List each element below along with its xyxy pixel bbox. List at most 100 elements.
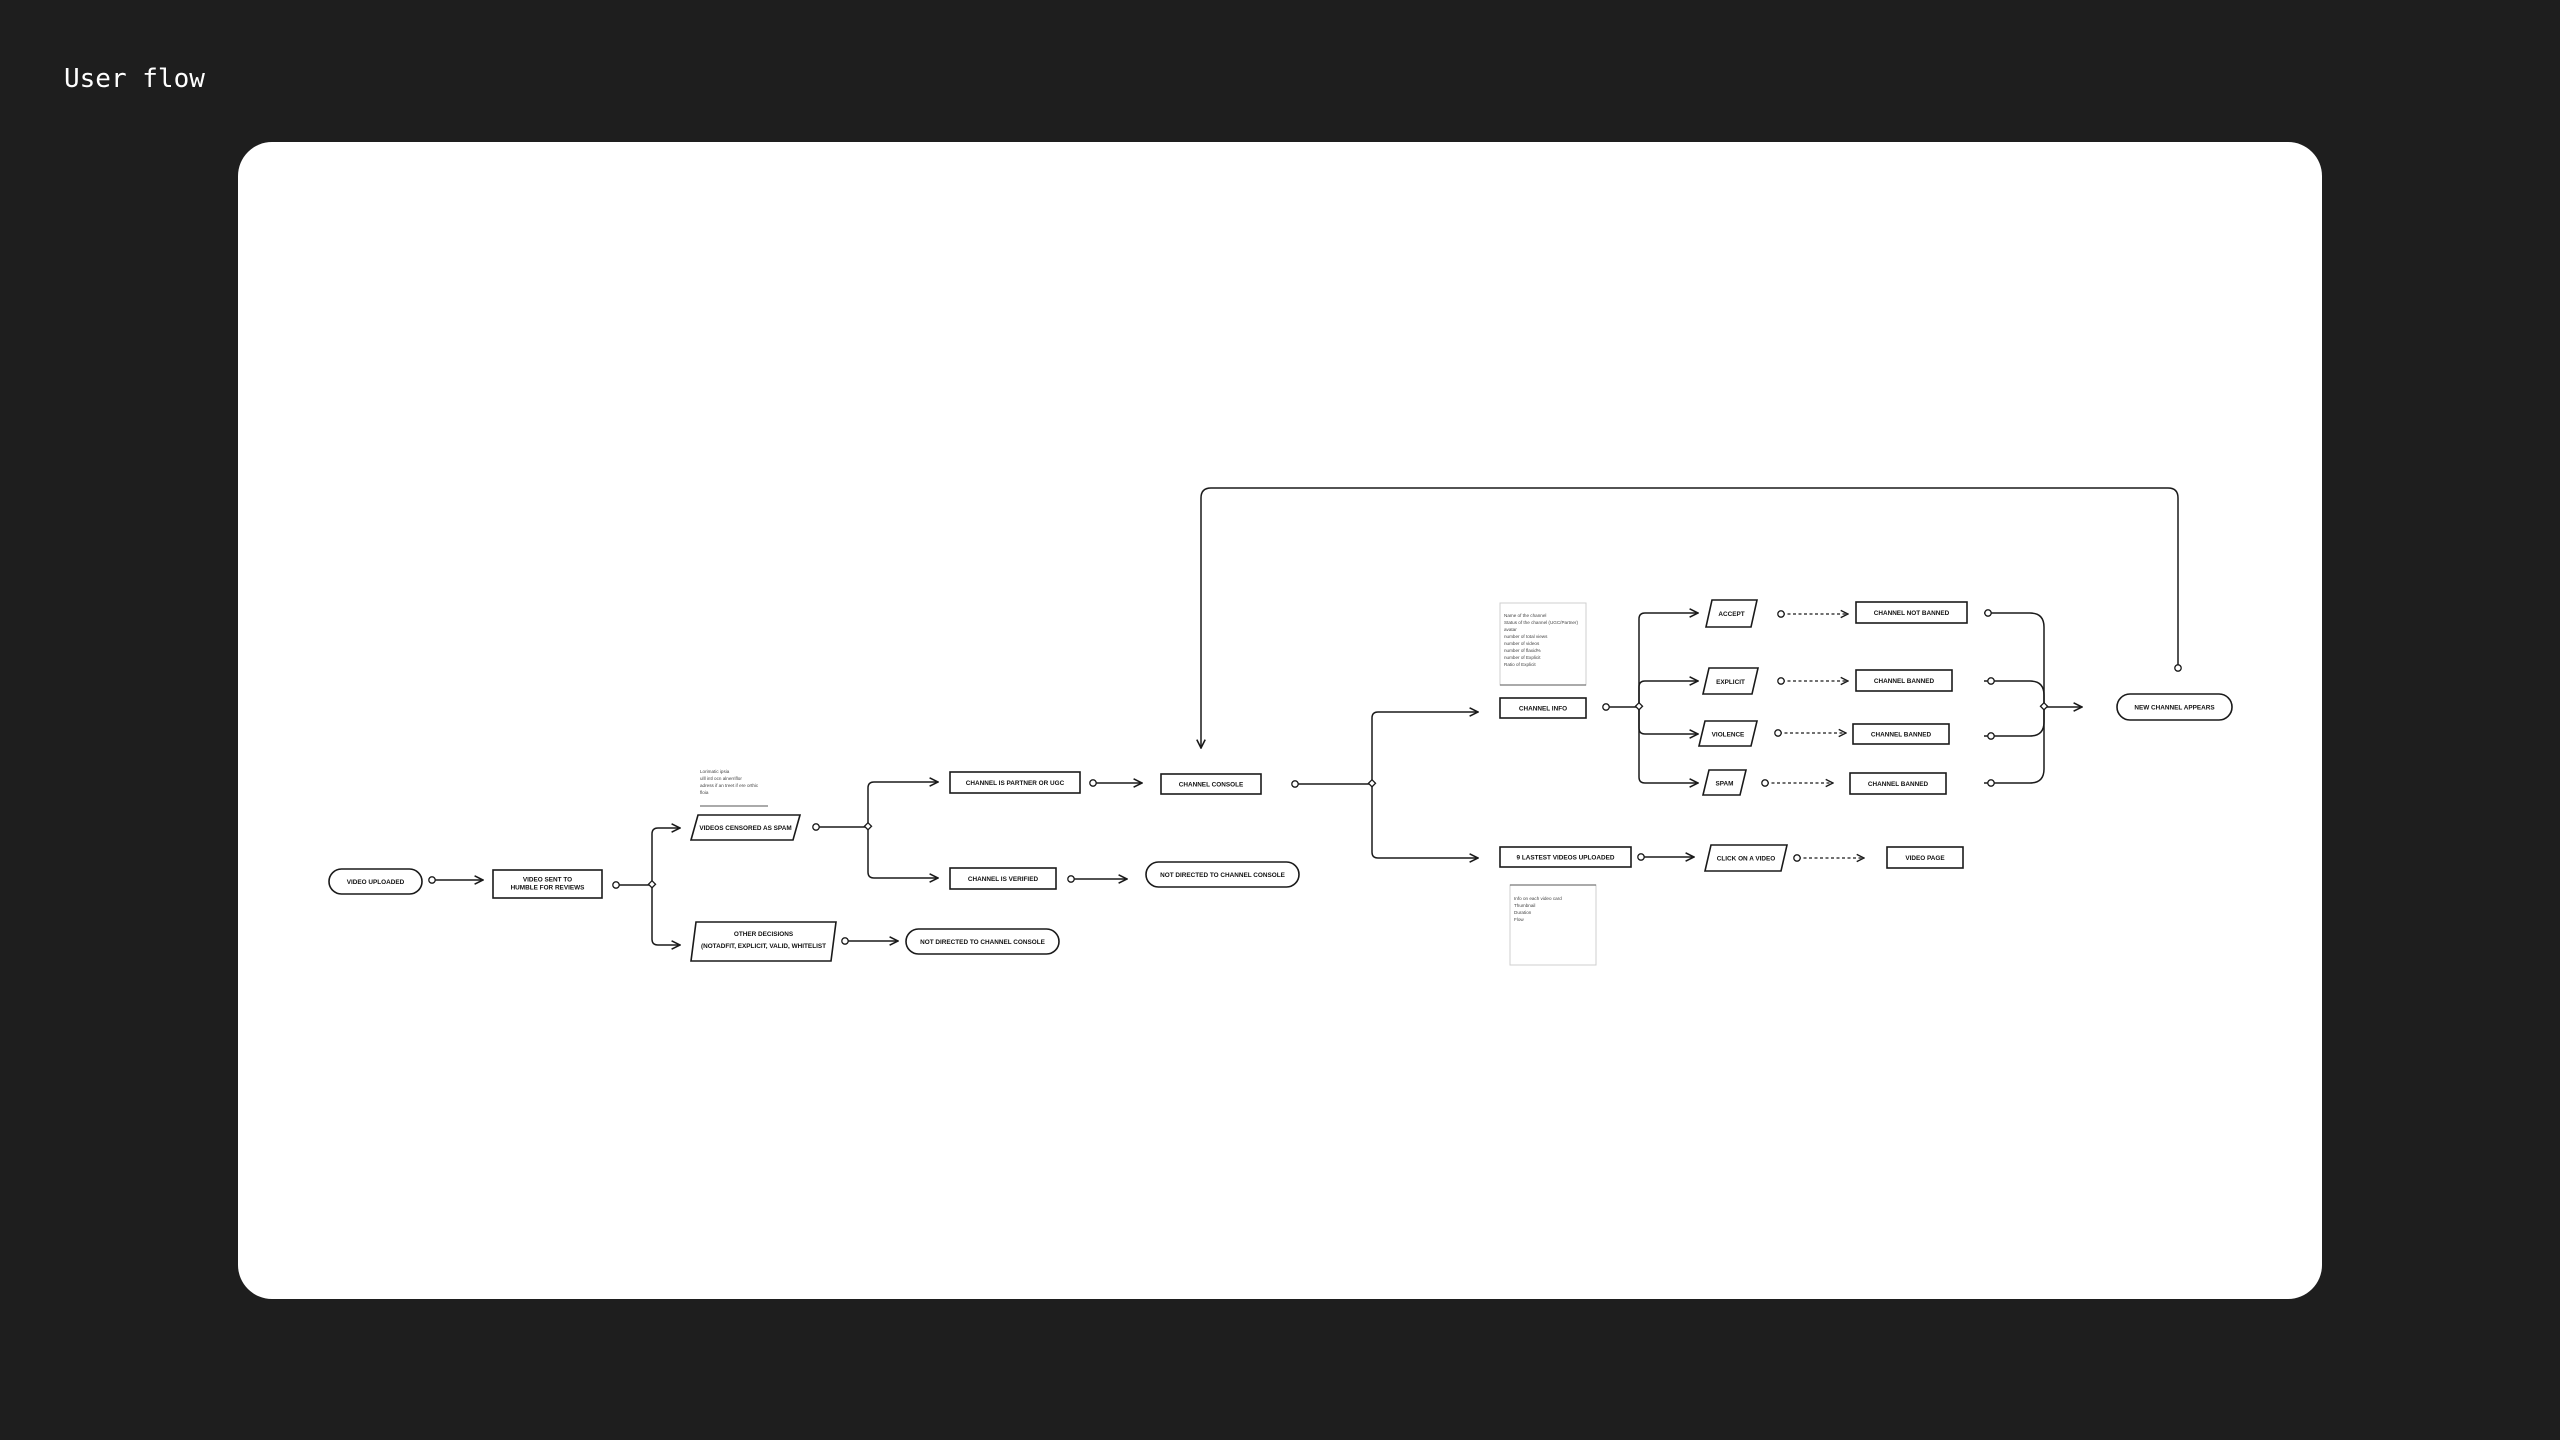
node-label: CHANNEL BANNED [1871,732,1932,739]
split-point [2039,701,2049,711]
edge-not-banned-to-merge [1984,612,2045,707]
port [1637,853,1645,861]
node-label: CHANNEL CONSOLE [1179,782,1244,789]
node-label: CLICK ON A VIDEO [1717,856,1775,863]
process-shape [1499,697,1587,719]
node-video-uploaded[interactable]: VIDEO UPLOADED [328,868,423,895]
process-shape [1852,723,1950,745]
note-line: avatar [1504,627,1517,632]
process-shape [1499,846,1632,868]
note-line: floia [700,790,709,795]
node-label: CHANNEL BANNED [1868,781,1929,788]
node-label: VIDEO PAGE [1905,855,1945,862]
note-line: number of Explicit [1504,655,1541,660]
process-shape [492,869,603,899]
node-channel-not-banned[interactable]: CHANNEL NOT BANNED [1855,601,1968,624]
note-line: ulll intl ocn alnerriflor [700,776,742,781]
port [1987,779,1995,787]
port [812,823,820,831]
node-explicit[interactable]: EXPLICIT [1701,667,1760,695]
note-line: number of videos [1504,641,1540,646]
port [1602,703,1610,711]
node-channel-verified[interactable]: CHANNEL IS VERIFIED [949,867,1057,890]
node-spam-decision[interactable]: SPAM [1701,769,1748,796]
edge-split-to-spam [651,828,680,885]
node-channel-banned-3[interactable]: CHANNEL BANNED [1849,772,1947,795]
node-label: VIDEO SENT TO [523,877,572,884]
process-shape [1855,669,1953,692]
node-accept[interactable]: ACCEPT [1705,599,1758,628]
port [841,937,849,945]
user-flow-diagram: Lorimatic ipsia ulll intl ocn alnerriflo… [328,487,2233,966]
node-videos-censored-spam[interactable]: VIDEOS CENSORED AS SPAM [689,814,802,841]
terminal-shape [2116,693,2233,721]
port [1793,854,1801,862]
terminal-shape [328,868,423,895]
port [1987,732,1995,740]
note-line: Flow [1514,917,1524,922]
node-click-on-video[interactable]: CLICK ON A VIDEO [1703,844,1789,872]
node-channel-banned-1[interactable]: CHANNEL BANNED [1855,669,1953,692]
port [1777,610,1785,618]
ports [428,609,2182,945]
edge-split-to-violence [1638,707,1698,734]
diagram-canvas: Lorimatic ipsia ulll intl ocn alnerriflo… [238,142,2322,1299]
split-point [647,879,657,889]
node-label: NEW CHANNEL APPEARS [2134,705,2215,712]
decision-shape [1701,769,1748,796]
node-not-directed-1[interactable]: NOT DIRECTED TO CHANNEL CONSOLE [905,928,1060,955]
node-label: HUMBLE FOR REVIEWS [511,885,586,892]
node-label: 9 LASTEST VIDEOS UPLOADED [1516,855,1614,862]
node-video-page[interactable]: VIDEO PAGE [1886,846,1964,869]
edge-split-to-latest-videos [1371,784,1478,858]
note-line: adress if an treet if ere orthic [700,783,759,788]
split-point [1634,701,1644,711]
edge-banned2-to-merge [1984,707,2045,737]
node-violence[interactable]: VIOLENCE [1697,720,1759,747]
edge-loop-to-console [1201,487,2179,748]
node-not-directed-2[interactable]: NOT DIRECTED TO CHANNEL CONSOLE [1145,861,1300,888]
node-label: CHANNEL INFO [1519,706,1567,713]
node-other-decisions[interactable]: OTHER DECISIONS (NOTADFIT, EXPLICIT, VAL… [690,921,837,962]
node-label: NOT DIRECTED TO CHANNEL CONSOLE [920,939,1045,946]
node-label: OTHER DECISIONS [734,931,794,938]
split-point [863,821,873,831]
port [2174,664,2182,672]
note-line: Status of the channel (UGC/Partner) [1504,620,1579,625]
node-channel-partner-ugc[interactable]: CHANNEL IS PARTNER OR UGC [949,771,1081,794]
decision-shape [1705,599,1758,628]
note-line: Thumbnail [1514,903,1535,908]
node-label: CHANNEL IS VERIFIED [968,876,1039,883]
node-channel-banned-2[interactable]: CHANNEL BANNED [1852,723,1950,745]
port [1761,779,1769,787]
node-latest-videos[interactable]: 9 LASTEST VIDEOS UPLOADED [1499,846,1632,868]
node-label: SPAM [1716,781,1734,788]
edge-split-to-accept [1638,613,1698,707]
process-shape [1886,846,1964,869]
node-label: CHANNEL BANNED [1874,678,1935,685]
port [1984,609,1992,617]
node-label: NOT DIRECTED TO CHANNEL CONSOLE [1160,872,1285,879]
note-line: Name of the channel [1504,613,1546,618]
node-label: (NOTADFIT, EXPLICIT, VALID, WHITELIST [701,943,826,950]
node-channel-info[interactable]: CHANNEL INFO [1499,697,1587,719]
process-shape [949,771,1081,794]
note-line: Duration [1514,910,1532,915]
node-channel-console[interactable]: CHANNEL CONSOLE [1160,773,1262,795]
note-line: number of flaxid% [1504,648,1541,653]
port [612,881,620,889]
node-new-channel-appears[interactable]: NEW CHANNEL APPEARS [2116,693,2233,721]
latest-videos-note: Info on each video card Thumbnail Durati… [1509,884,1597,966]
node-label: CHANNEL IS PARTNER OR UGC [966,780,1065,787]
process-shape [1849,772,1947,795]
decision-shape [690,921,837,962]
decision-shape [689,814,802,841]
process-shape [1855,601,1968,624]
edge-split-to-spam-decision [1638,707,1698,783]
node-label: VIDEOS CENSORED AS SPAM [699,825,791,832]
process-shape [1160,773,1262,795]
edge-split-to-other [651,885,680,945]
node-video-sent[interactable]: VIDEO SENT TO HUMBLE FOR REVIEWS [492,869,603,899]
port [1291,780,1299,788]
port [428,876,436,884]
